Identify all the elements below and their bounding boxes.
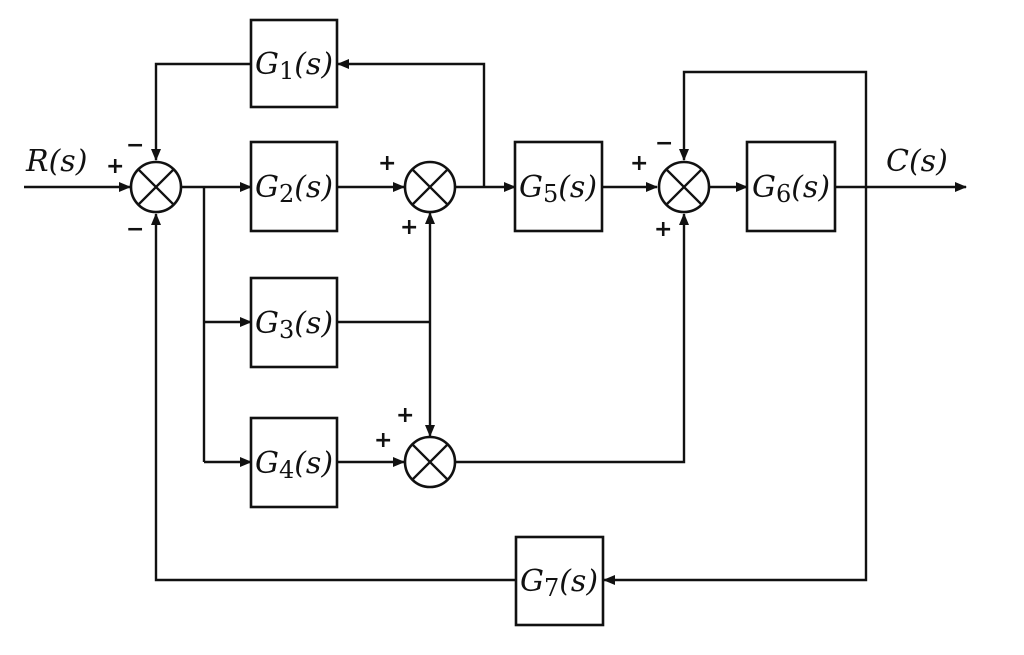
svg-text:G2(s): G2(s) (255, 170, 333, 208)
block-g6: G6(s) (745, 140, 837, 233)
sign-s4-left: + (630, 151, 648, 176)
wire-s3-s4 (456, 213, 689, 464)
block-g3: G3(s) (249, 276, 339, 369)
sign-s1-left: + (106, 154, 124, 179)
svg-text:G4(s): G4(s) (255, 446, 333, 484)
sign-s3-left: + (374, 428, 392, 453)
sign-s4-bottom: + (654, 217, 672, 242)
svg-text:G7(s): G7(s) (520, 564, 598, 602)
wire-unity-feedback (679, 70, 868, 187)
wire-g1-input (337, 59, 486, 187)
output-label-c: C(s) (886, 144, 948, 179)
wire-g7-output (151, 213, 516, 582)
wire-g1-output (151, 62, 251, 161)
svg-text:G1(s): G1(s) (255, 47, 333, 85)
summing-junction-3 (403, 435, 457, 489)
block-g4: G4(s) (249, 416, 339, 509)
sign-s1-bottom: − (126, 217, 144, 242)
wire-g7-input (603, 187, 868, 585)
summing-junction-1 (129, 160, 183, 214)
sign-s2-left: + (378, 151, 396, 176)
svg-text:G5(s): G5(s) (519, 170, 597, 208)
wires (24, 59, 967, 585)
block-g5: G5(s) (513, 140, 604, 233)
block-g2: G2(s) (249, 140, 339, 233)
sign-s1-top: − (126, 133, 144, 158)
sign-s2-bottom: + (400, 215, 418, 240)
sign-s3-top: + (396, 403, 414, 428)
svg-text:G6(s): G6(s) (752, 170, 830, 208)
summing-junction-2 (403, 160, 457, 214)
block-g1: G1(s) (249, 18, 339, 109)
block-g7: G7(s) (514, 535, 605, 627)
svg-text:G3(s): G3(s) (255, 306, 333, 344)
sign-s4-top: − (655, 131, 673, 156)
summing-junction-4 (657, 160, 711, 214)
input-label-r: R(s) (25, 144, 87, 179)
